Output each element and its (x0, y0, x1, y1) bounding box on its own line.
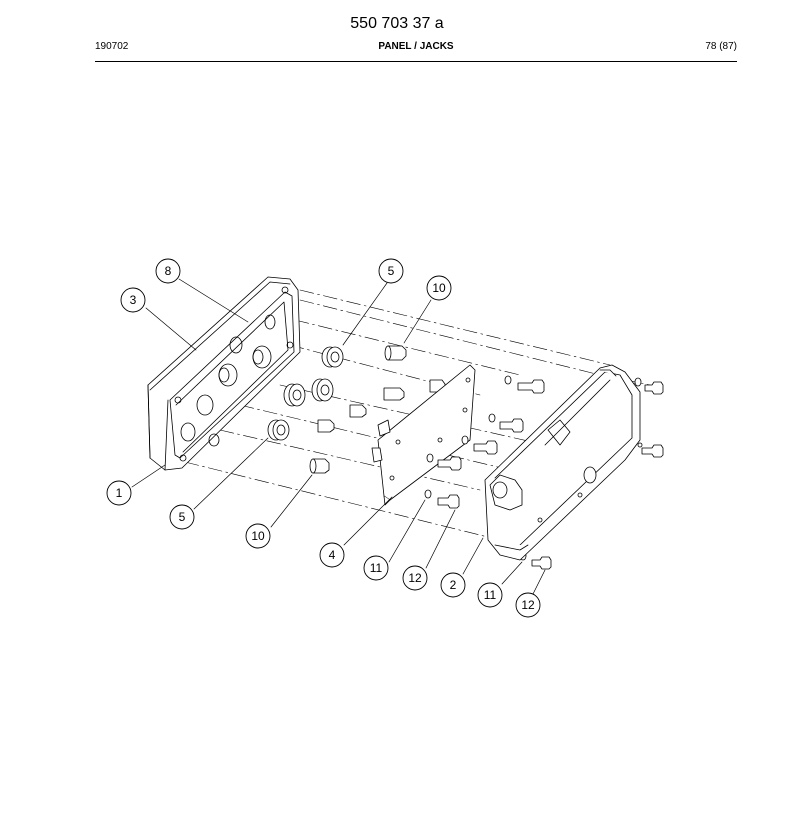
header-date-code: 190702 (95, 41, 129, 52)
page-number: 78 (87) (705, 41, 737, 52)
callout-circle-10-lower (245, 523, 271, 549)
callout-circles (106, 258, 541, 618)
part-spacer-upper (384, 345, 407, 361)
part-jack-middle (283, 378, 334, 407)
callout-circle-5-lower (169, 504, 195, 530)
callout-circle-11-left (363, 555, 389, 581)
part-spacers-mid (317, 379, 446, 433)
part-circuit-board (371, 364, 476, 506)
callout-label-8: 8 (165, 264, 172, 278)
callout-label-4: 4 (329, 548, 336, 562)
part-jack-upper (321, 346, 344, 368)
callout-circle-1 (106, 480, 132, 506)
leader-lines (131, 278, 546, 595)
callout-label-10-lower: 10 (251, 529, 265, 543)
callout-circle-2 (440, 572, 466, 598)
callout-circle-11-right (477, 582, 503, 608)
callout-label-12-right: 12 (521, 598, 535, 612)
callout-circle-5-upper (378, 258, 404, 284)
page-title: PANEL / JACKS (378, 41, 454, 52)
header-divider (95, 61, 737, 62)
callout-label-12-left: 12 (408, 571, 422, 585)
callout-label-11-right: 11 (484, 588, 497, 602)
callout-circle-12-right (515, 592, 541, 618)
callout-circle-10-upper (426, 275, 452, 301)
callout-label-3: 3 (130, 293, 137, 307)
callout-circle-12-left (402, 565, 428, 591)
callout-label-2: 2 (450, 578, 457, 592)
callout-circle-4 (319, 542, 345, 568)
callout-label-5-lower: 5 (179, 510, 186, 524)
callout-circle-8 (155, 258, 181, 284)
part-bracket-frame (484, 364, 643, 561)
part-cover-housing (147, 276, 301, 471)
callout-circle-3 (120, 287, 146, 313)
part-spacer-lower (309, 458, 330, 474)
page-header: 190702 PANEL / JACKS 78 (87) (95, 41, 737, 55)
document-number: 550 703 37 a (350, 15, 444, 32)
callout-label-10-upper: 10 (432, 281, 446, 295)
callout-label-1: 1 (116, 486, 123, 500)
callout-labels: 8 3 5 10 1 5 10 4 11 12 2 11 12 (116, 264, 535, 612)
callout-label-11-left: 11 (370, 561, 383, 575)
part-jack-lower (267, 419, 290, 441)
callout-label-5-upper: 5 (388, 264, 395, 278)
